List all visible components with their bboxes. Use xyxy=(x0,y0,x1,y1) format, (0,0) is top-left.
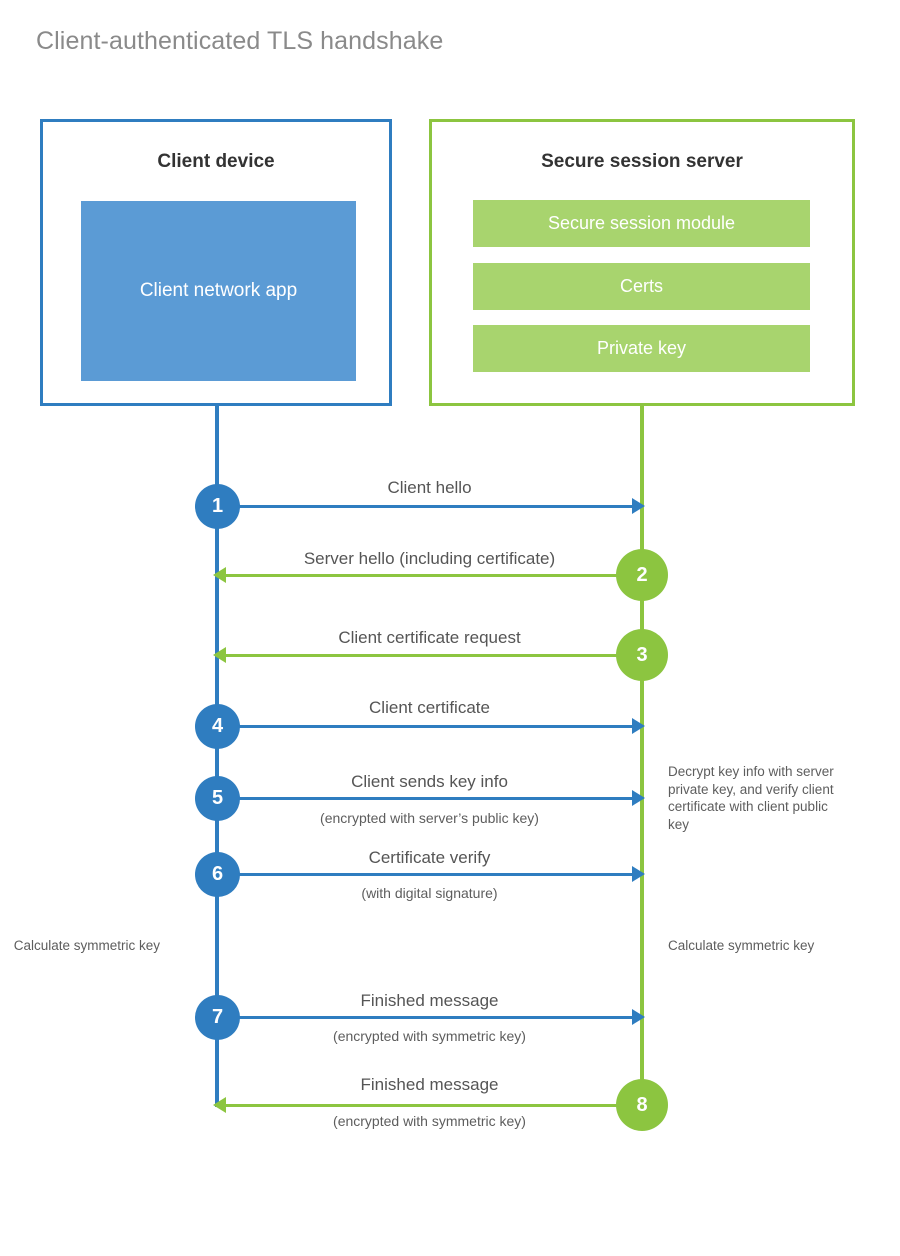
step-1-marker[interactable]: 1 xyxy=(195,484,240,529)
server-component-private-key: Private key xyxy=(473,325,810,372)
server-lifeline xyxy=(640,403,644,1105)
step-5-sublabel: (encrypted with server’s public key) xyxy=(320,810,539,826)
step-7-arrow-head xyxy=(632,1009,645,1025)
step-6-label: Certificate verify xyxy=(368,848,491,867)
step-8-sublabel: (encrypted with symmetric key) xyxy=(333,1113,526,1129)
step-6-marker[interactable]: 6 xyxy=(195,852,240,897)
step-6-sublabel: (with digital signature) xyxy=(361,885,498,901)
step-6-arrow-head xyxy=(632,866,645,882)
step-4-label: Client certificate xyxy=(369,698,490,717)
step-5-arrow-line xyxy=(217,797,633,800)
step-3-label: Client certificate request xyxy=(338,628,521,647)
step-1-label: Client hello xyxy=(387,478,472,497)
step-7-arrow-line xyxy=(217,1016,633,1019)
step-6-arrow-line xyxy=(217,873,633,876)
step-3-arrow-line xyxy=(224,654,642,657)
step-4-arrow-head xyxy=(632,718,645,734)
server-decrypt-note: Decrypt key info with server private key… xyxy=(668,764,834,832)
step-3-arrow-head xyxy=(213,647,226,663)
secure-session-server-box: Secure session server Secure session mod… xyxy=(429,119,855,406)
client-device-box: Client device Client network app xyxy=(40,119,392,406)
step-5-label: Client sends key info xyxy=(351,772,508,791)
server-calculate-symmetric-key-note: Calculate symmetric key xyxy=(668,938,815,953)
client-lifeline xyxy=(215,403,219,1107)
step-8-arrow-head xyxy=(213,1097,226,1113)
step-1-arrow-line xyxy=(217,505,633,508)
step-4-arrow-line xyxy=(217,725,633,728)
server-component-certs: Certs xyxy=(473,263,810,310)
step-5-marker[interactable]: 5 xyxy=(195,776,240,821)
step-8-label: Finished message xyxy=(360,1075,499,1094)
step-1-arrow-head xyxy=(632,498,645,514)
secure-session-server-title: Secure session server xyxy=(541,151,743,172)
step-2-arrow-head xyxy=(213,567,226,583)
step-2-marker[interactable]: 2 xyxy=(616,549,668,601)
step-7-sublabel: (encrypted with symmetric key) xyxy=(333,1028,526,1044)
step-7-label: Finished message xyxy=(360,991,499,1010)
client-calculate-symmetric-key-note: Calculate symmetric key xyxy=(13,938,160,953)
client-network-app-block: Client network app xyxy=(81,201,356,381)
server-component-secure-session-module: Secure session module xyxy=(473,200,810,247)
step-7-marker[interactable]: 7 xyxy=(195,995,240,1040)
client-device-title: Client device xyxy=(157,151,275,172)
step-5-arrow-head xyxy=(632,790,645,806)
step-3-marker[interactable]: 3 xyxy=(616,629,668,681)
step-8-arrow-line xyxy=(224,1104,642,1107)
page-title: Client-authenticated TLS handshake xyxy=(36,27,444,55)
step-8-marker[interactable]: 8 xyxy=(616,1079,668,1131)
step-2-arrow-line xyxy=(224,574,642,577)
step-4-marker[interactable]: 4 xyxy=(195,704,240,749)
step-2-label: Server hello (including certificate) xyxy=(303,549,556,568)
